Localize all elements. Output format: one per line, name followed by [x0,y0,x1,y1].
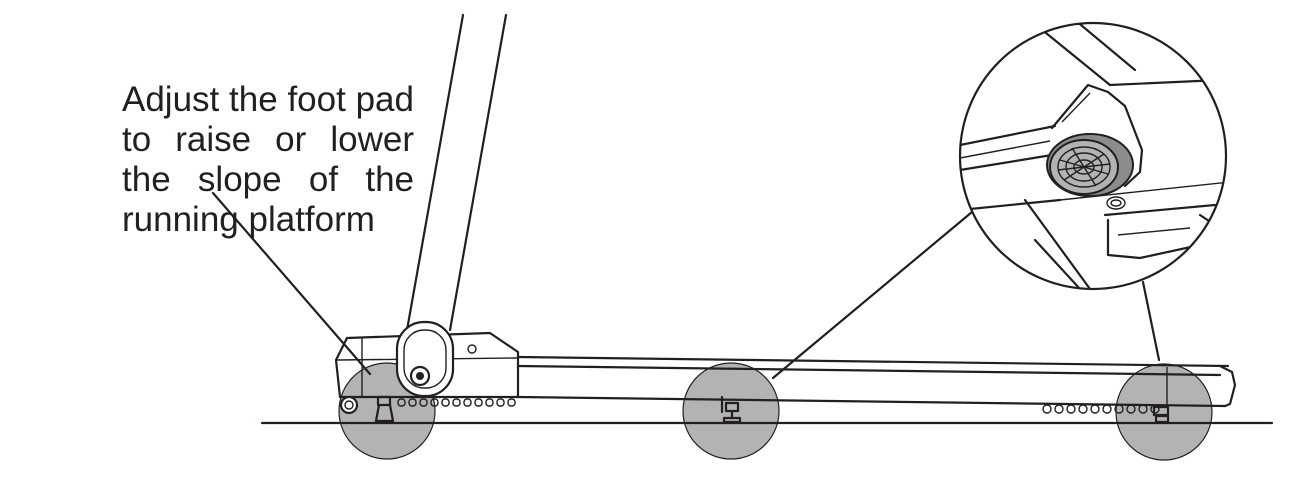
center-foot-pad [720,395,742,424]
foot-pad-detail-magnifier [958,21,1228,291]
hinge-pivot [395,320,455,398]
rear-foot-pad-highlight [1115,363,1213,461]
magnifier-leader-lines [771,210,1161,380]
front-foot-pad [374,395,395,423]
instruction-caption: Adjust the foot pad to raise or lower th… [122,80,414,239]
front-vent-slots [397,398,516,407]
upright-post [405,13,508,332]
rear-foot-pad [1152,405,1170,424]
rear-vent-slots [1042,404,1160,414]
caption-leader-line [211,191,372,376]
front-wheel [339,395,359,415]
